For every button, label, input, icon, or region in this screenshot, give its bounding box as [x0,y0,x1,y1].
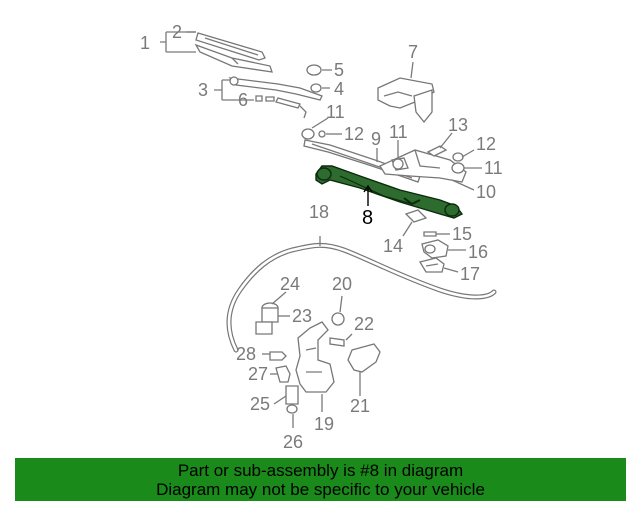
callout-24: 24 [280,274,300,294]
washer-hose-part[interactable] [255,95,307,119]
callout-3: 3 [198,80,208,100]
callout-13: 13 [448,115,468,135]
callout-8: 8 [362,207,373,229]
part-info-banner: Part or sub-assembly is #8 in diagram Di… [15,458,626,501]
callout-6: 6 [238,90,248,110]
reservoir-bracket-part[interactable] [347,343,381,373]
wiper-linkage-highlighted-part[interactable] [315,165,464,219]
reservoir-cap-part[interactable] [331,312,345,326]
bracket-part[interactable] [404,209,428,223]
callout-26: 26 [283,432,303,452]
washer-motor-part[interactable] [285,385,299,405]
wiper-arm-2-part[interactable] [228,76,323,101]
parts-diagram: 1 2 3 4 5 6 7 8 9 10 11 11 11 11 12 12 1… [140,22,503,452]
pin-part[interactable] [423,231,437,237]
callout-7: 7 [408,42,418,62]
callout-11-b: 11 [389,122,408,142]
callout-10: 10 [476,182,496,202]
small-clip-part[interactable] [318,130,326,138]
washer-hose-long-part[interactable] [226,236,497,353]
washer-reservoir-part[interactable] [295,321,335,393]
callout-12-a: 12 [344,124,364,144]
leader-lines [160,31,482,428]
callout-18: 18 [309,202,329,222]
callout-20: 20 [332,274,352,294]
nozzle-fitting-part[interactable] [269,351,287,361]
grommet-part[interactable] [301,128,315,140]
callout-17: 17 [460,264,480,284]
callout-1: 1 [140,33,150,53]
pivot-nut-part[interactable] [310,83,322,93]
pivot-cap-part[interactable] [306,64,322,76]
callout-9: 9 [371,129,381,149]
connector-part[interactable] [418,257,445,273]
callout-16: 16 [468,242,488,262]
level-sensor-part[interactable] [329,337,345,347]
callout-12-b: 12 [476,134,496,154]
washer-pump-part[interactable] [255,302,279,335]
callout-28: 28 [236,344,256,364]
callout-22: 22 [354,314,374,334]
callout-25: 25 [250,394,270,414]
callout-11-c: 11 [484,158,503,178]
banner-line-disclaimer: Diagram may not be specific to your vehi… [156,480,485,499]
callout-2: 2 [172,22,182,42]
callout-5: 5 [334,60,344,80]
elbow-fitting-part[interactable] [275,365,291,383]
callout-21: 21 [350,396,370,416]
callout-11-a: 11 [326,102,345,122]
wiper-arm-part[interactable] [194,43,273,73]
callout-19: 19 [314,414,334,434]
callout-4: 4 [334,79,344,99]
callout-23: 23 [292,306,312,326]
callout-14: 14 [383,236,403,256]
callout-15: 15 [452,224,472,244]
cowl-cover-part[interactable] [377,77,435,124]
callout-labels: 1 2 3 4 5 6 7 8 9 10 11 11 11 11 12 12 1… [140,22,503,452]
wiper-motor-part[interactable] [421,239,449,259]
grommet-small-part[interactable] [286,404,298,414]
banner-line-part: Part or sub-assembly is #8 in diagram [177,461,464,480]
wiper-blade-part[interactable] [195,32,266,61]
mount-plate-part[interactable] [426,145,448,157]
callout-27: 27 [248,364,268,384]
